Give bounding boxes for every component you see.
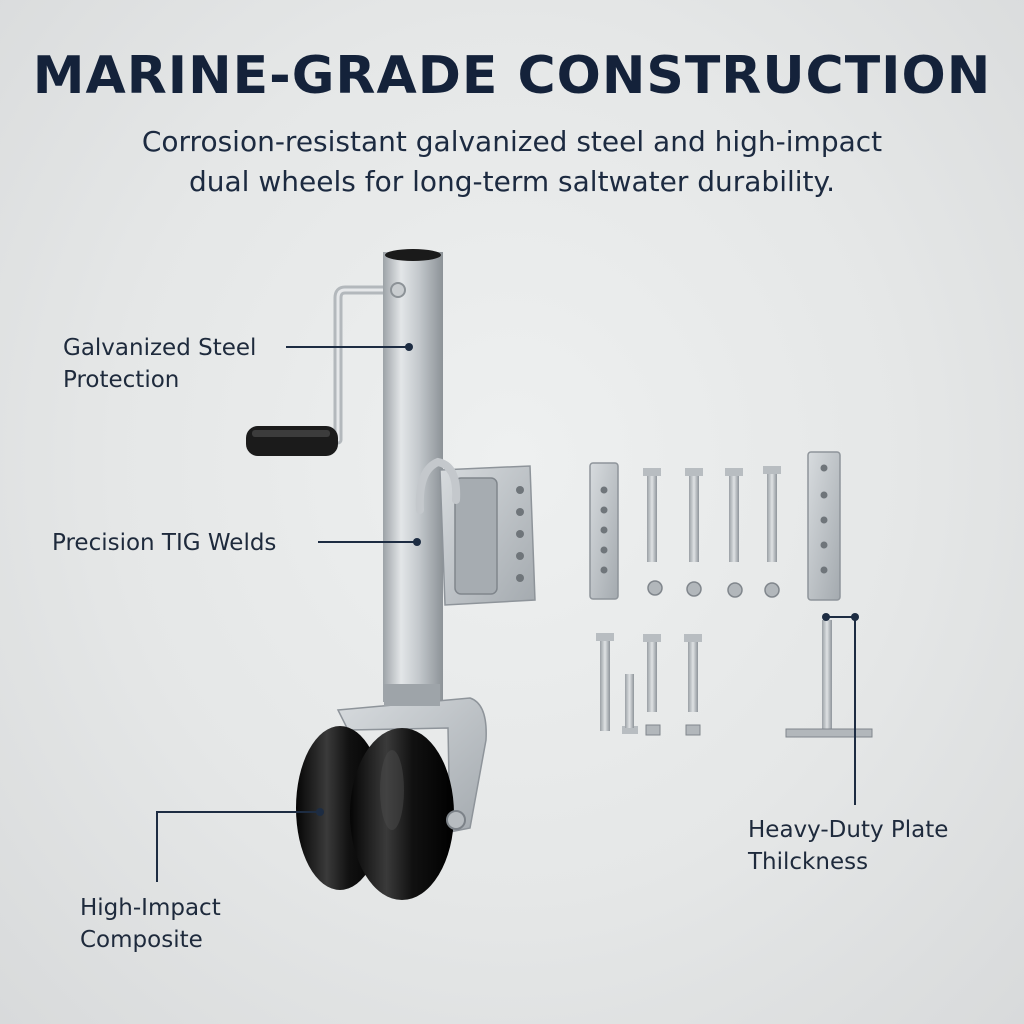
bolt — [763, 466, 781, 562]
nut — [645, 724, 661, 736]
nut — [647, 580, 663, 596]
leader-dot — [822, 613, 830, 621]
callout-text: Precision TIG Welds — [52, 530, 277, 556]
main-tube — [383, 252, 443, 702]
bolt — [596, 633, 614, 731]
bolt — [684, 634, 702, 712]
leader-dot — [316, 808, 324, 816]
nut — [764, 582, 780, 598]
nut — [686, 581, 702, 597]
page-title: MARINE-GRADE CONSTRUCTION — [32, 46, 992, 106]
callout-text: Thilckness — [748, 849, 869, 875]
callout-text: Galvanized Steel — [63, 335, 257, 361]
callout-leaders — [156, 343, 859, 882]
subtitle-line-1: Corrosion-resistant galvanized steel and… — [141, 125, 883, 158]
callout-text: Composite — [80, 927, 203, 953]
callout-tig-welds: Precision TIG Welds — [52, 527, 276, 559]
subtitle-line-2: dual wheels for long-term saltwater dura… — [189, 165, 835, 198]
bolt — [622, 674, 638, 734]
trailer-jack — [246, 249, 536, 900]
nut — [727, 582, 743, 598]
leader-composite — [156, 811, 318, 882]
bolt — [685, 468, 703, 562]
wheel-inner — [350, 728, 454, 900]
t-plate-stem — [822, 620, 832, 730]
axle-nut — [446, 810, 466, 830]
page-subtitle: Corrosion-resistant galvanized steel and… — [0, 122, 1024, 202]
callout-galvanized-steel: Galvanized Steel Protection — [63, 332, 256, 396]
t-plate-base — [785, 728, 873, 738]
callout-high-impact-composite: High-Impact Composite — [80, 892, 221, 956]
bolt — [725, 468, 743, 562]
bolt — [643, 468, 661, 562]
callout-text: Heavy-Duty Plate — [748, 817, 949, 843]
callout-plate-thickness: Heavy-Duty Plate Thilckness — [748, 814, 948, 878]
swivel-pin — [415, 457, 461, 514]
tube-cap — [385, 249, 441, 261]
nut — [685, 724, 701, 736]
leader-dot — [405, 343, 413, 351]
callout-text: High-Impact — [80, 895, 221, 921]
callout-text: Protection — [63, 367, 180, 393]
hardware-kit — [589, 451, 873, 738]
strap-plate-right — [807, 451, 841, 601]
leader-dot — [851, 613, 859, 621]
bolt — [643, 634, 661, 712]
leader-dot — [413, 538, 421, 546]
